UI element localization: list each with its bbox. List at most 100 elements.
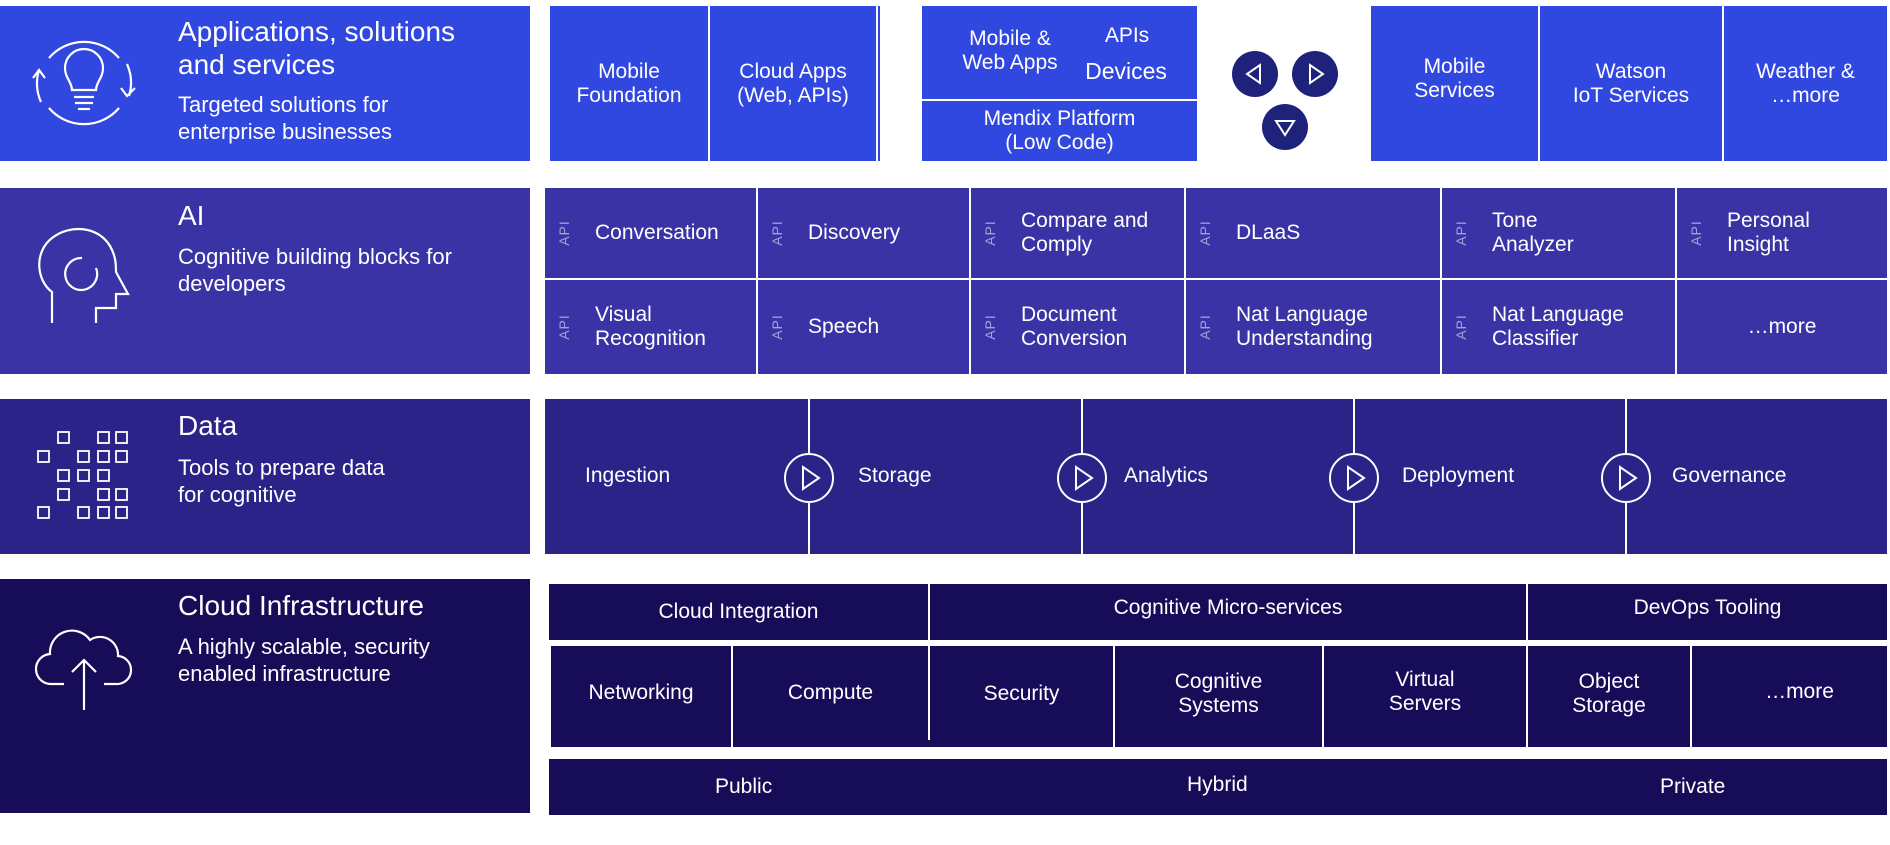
triangle-down-icon <box>1274 120 1296 137</box>
devices-label[interactable]: Devices <box>1085 58 1167 84</box>
api-tag: API <box>1452 220 1469 246</box>
api-tag: API <box>1687 220 1704 246</box>
ai-service-label: Conversation <box>595 221 719 244</box>
api-tag: API <box>555 220 572 246</box>
mendix-platform-cell[interactable]: Mendix Platform (Low Code) <box>983 107 1136 154</box>
devops-tooling-cell[interactable]: DevOps Tooling <box>1528 584 1887 640</box>
ai-service-discovery[interactable]: API Discovery <box>758 188 969 278</box>
ai-title: AI <box>178 200 205 231</box>
ai-service-label: Discovery <box>808 221 901 244</box>
divider <box>1526 640 1528 747</box>
applications-description: Targeted solutions for enterprise busine… <box>178 92 393 144</box>
nav-left-button[interactable] <box>1232 51 1278 97</box>
ai-service-label: Compare and Comply <box>1021 209 1149 256</box>
play-arrow-icon <box>1601 453 1651 503</box>
ai-service-visual-recognition[interactable]: API Visual Recognition <box>545 280 756 374</box>
mobile-services-cell[interactable]: Mobile Services <box>1414 54 1495 102</box>
divider <box>876 6 878 161</box>
ai-service-label: Visual Recognition <box>595 303 706 350</box>
data-step-deployment[interactable]: Deployment <box>1402 464 1515 487</box>
lightbulb-cycle-icon <box>25 30 143 136</box>
ai-service-personal-insight[interactable]: API Personal Insight <box>1677 188 1887 278</box>
divider <box>1113 646 1115 747</box>
applications-title: Applications, solutions and services <box>178 16 456 80</box>
cognitive-micro-services-cell[interactable]: Cognitive Micro-services <box>930 584 1526 640</box>
divider <box>1538 6 1540 161</box>
ai-service-nl-understanding[interactable]: API Nat Language Understanding <box>1186 280 1440 374</box>
nav-right-button[interactable] <box>1292 51 1338 97</box>
divider <box>1690 646 1692 747</box>
app-cells-group-2 <box>922 6 1197 161</box>
api-tag: API <box>768 220 785 246</box>
ai-service-label: Nat Language Understanding <box>1236 303 1373 350</box>
weather-more-cell[interactable]: Weather & …more <box>1756 59 1855 107</box>
virtual-servers-cell[interactable]: Virtual Servers <box>1388 668 1462 715</box>
ai-service-speech[interactable]: API Speech <box>758 280 969 374</box>
infra-description: A highly scalable, security enabled infr… <box>178 634 430 686</box>
cognitive-systems-cell[interactable]: Cognitive Systems <box>1174 670 1263 717</box>
data-description: Tools to prepare data for cognitive <box>178 455 385 507</box>
ai-service-label: Tone Analyzer <box>1492 209 1574 256</box>
divider <box>545 278 1887 280</box>
api-tag: API <box>1452 314 1469 340</box>
head-profile-icon <box>32 224 132 326</box>
data-title: Data <box>178 410 238 441</box>
ai-service-label: Speech <box>808 315 880 338</box>
networking-cell[interactable]: Networking <box>588 681 694 704</box>
data-step-storage[interactable]: Storage <box>858 464 932 487</box>
api-tag: API <box>981 314 998 340</box>
api-tag: API <box>1196 314 1213 340</box>
private-label[interactable]: Private <box>1660 775 1726 798</box>
infra-more-cell[interactable]: …more <box>1765 680 1834 703</box>
mobile-web-apps-cell[interactable]: Mobile & Web Apps <box>962 27 1058 74</box>
cloud-integration-cell[interactable]: Cloud Integration <box>549 584 928 640</box>
ai-service-conversation[interactable]: API Conversation <box>545 188 756 278</box>
triangle-right-icon <box>1309 63 1325 85</box>
divider <box>708 6 710 161</box>
cloud-apps-cell[interactable]: Cloud Apps (Web, APIs) <box>737 59 849 107</box>
divider <box>1675 188 1677 374</box>
watson-iot-services-cell[interactable]: Watson IoT Services <box>1572 59 1690 107</box>
divider <box>1184 188 1186 374</box>
divider <box>1322 640 1324 747</box>
public-label[interactable]: Public <box>715 775 773 798</box>
divider <box>731 646 733 747</box>
hybrid-label[interactable]: Hybrid <box>1187 773 1248 796</box>
applications-layer-panel <box>0 6 530 161</box>
ai-service-label: Document Conversion <box>1021 303 1128 350</box>
ai-service-dlaas[interactable]: API DLaaS <box>1186 188 1440 278</box>
apis-label[interactable]: APIs <box>1104 24 1150 47</box>
api-tag: API <box>1196 220 1213 246</box>
ai-service-label: Personal Insight <box>1727 209 1810 256</box>
ai-service-tone-analyzer[interactable]: API Tone Analyzer <box>1442 188 1675 278</box>
ai-service-document-conversion[interactable]: API Document Conversion <box>971 280 1184 374</box>
play-arrow-icon <box>1057 453 1107 503</box>
infra-title: Cloud Infrastructure <box>178 590 424 621</box>
ai-description: Cognitive building blocks for developers <box>178 244 452 296</box>
divider <box>928 640 930 740</box>
security-cell[interactable]: Security <box>983 682 1060 705</box>
divider <box>969 188 971 374</box>
divider <box>1440 188 1442 374</box>
object-storage-cell[interactable]: Object Storage <box>1572 670 1646 717</box>
ai-more-cell[interactable]: …more <box>1747 315 1817 338</box>
ai-layer-panel <box>0 188 530 374</box>
play-arrow-icon <box>1329 453 1379 503</box>
compute-cell[interactable]: Compute <box>787 681 874 704</box>
data-step-ingestion[interactable]: Ingestion <box>585 464 671 487</box>
data-step-governance[interactable]: Governance <box>1672 464 1787 487</box>
infra-middle-row <box>551 646 1887 747</box>
ai-service-label: Nat Language Classifier <box>1492 303 1624 350</box>
data-step-analytics[interactable]: Analytics <box>1124 464 1209 487</box>
app-cells-group-1 <box>550 6 880 161</box>
triangle-left-icon <box>1245 63 1261 85</box>
api-tag: API <box>981 220 998 246</box>
data-grid-icon <box>36 430 130 520</box>
divider <box>922 99 1197 101</box>
mobile-foundation-cell[interactable]: Mobile Foundation <box>576 59 682 107</box>
ai-service-compare-and-comply[interactable]: API Compare and Comply <box>971 188 1184 278</box>
ai-service-nl-classifier[interactable]: API Nat Language Classifier <box>1442 280 1675 374</box>
nav-down-button[interactable] <box>1262 104 1308 150</box>
divider <box>756 188 758 374</box>
api-tag: API <box>768 314 785 340</box>
